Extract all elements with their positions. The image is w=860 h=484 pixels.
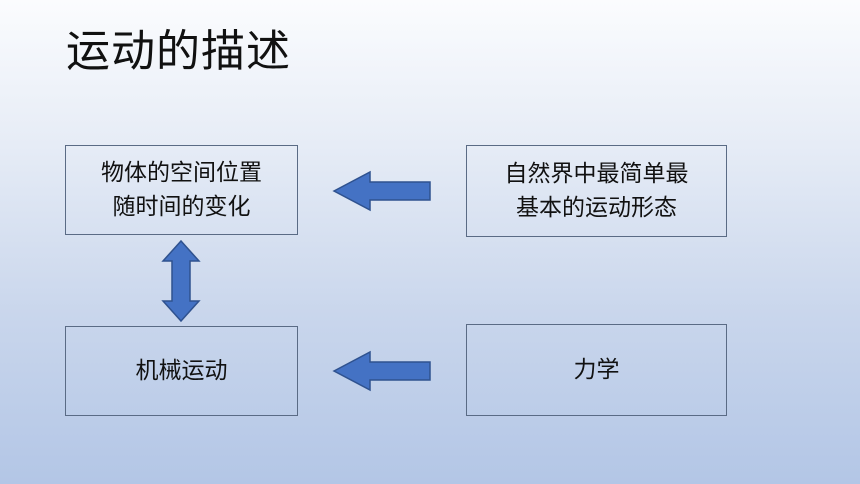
concept-box-mechanics: 力学 — [466, 324, 727, 416]
up-down-arrow-icon — [161, 239, 201, 323]
slide-title: 运动的描述 — [66, 26, 291, 77]
left-arrow-icon-bottom — [332, 350, 431, 392]
concept-box-mechanical-motion-label: 机械运动 — [135, 358, 228, 384]
left-arrow-icon-top — [332, 170, 431, 212]
concept-box-simplest-motion-form-label: 自然界中最简单最 基本的运动形态 — [504, 161, 689, 221]
concept-box-spatial-position-change: 物体的空间位置 随时间的变化 — [65, 145, 298, 235]
concept-box-mechanical-motion: 机械运动 — [65, 326, 298, 416]
concept-box-mechanics-label: 力学 — [573, 357, 620, 383]
concept-box-spatial-position-change-label: 物体的空间位置 随时间的变化 — [101, 160, 262, 220]
concept-box-simplest-motion-form: 自然界中最简单最 基本的运动形态 — [466, 145, 727, 237]
